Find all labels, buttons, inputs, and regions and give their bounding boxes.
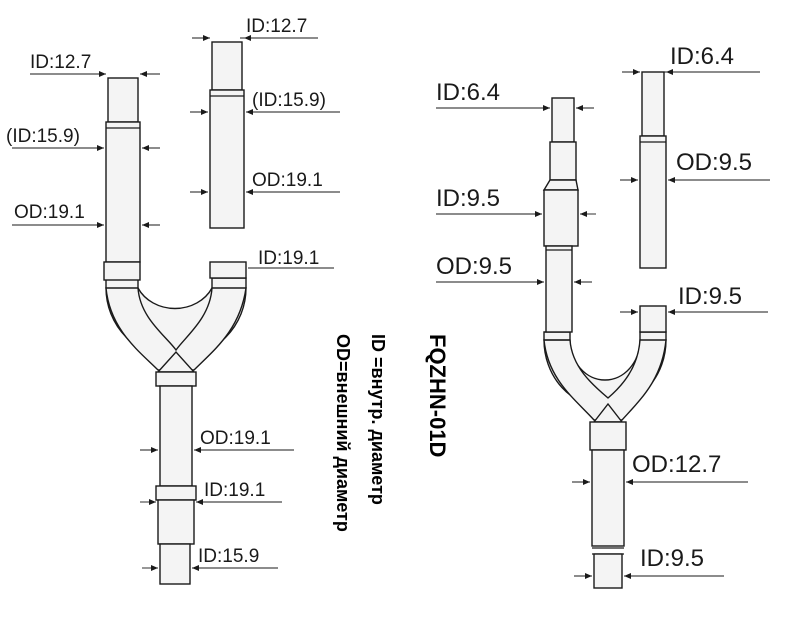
left-label-branch-left-od: OD:19.1 [14,202,85,223]
right-branch-left-neck [549,141,577,181]
left-y-fitting: ID:12.7 (ID:15.9) OD:19.1 ID:12.7 (ID:15… [6,16,340,585]
left-label-branch-right-mid: (ID:15.9) [252,90,326,111]
left-label-branch-left-mid: (ID:15.9) [6,126,80,147]
right-label-branch-right-stub: ID:9.5 [678,283,742,310]
left-branch-right-body [209,89,245,229]
left-branch-left-collar [103,261,141,281]
right-label-branch-left-id: ID:6.4 [436,79,500,106]
right-branch-right-tube [641,71,665,137]
right-trunk-upper [589,421,627,451]
left-branch-right-stub [209,261,247,279]
right-y-fitting: ID:6.4 ID:6.4 ID:9.5 OD:9.5 OD:9.5 ID:9.… [436,43,770,589]
left-branch-left-body [105,121,141,263]
left-label-trunk-bottom: ID:15.9 [198,546,259,567]
right-label-branch-left-mid: ID:9.5 [436,185,500,212]
left-label-branch-left-id: ID:12.7 [30,52,91,73]
right-label-branch-right-od: OD:9.5 [676,149,752,176]
left-trunk-tip [159,543,191,585]
right-label-trunk-od: OD:12.7 [632,451,721,478]
right-label-branch-left-od: OD:9.5 [436,253,512,280]
right-label-branch-right-id: ID:6.4 [670,43,734,70]
left-label-branch-right-id: ID:12.7 [246,16,307,37]
left-trunk-body [159,385,193,487]
right-y-merge [543,339,667,421]
left-y-merge [105,287,247,371]
left-label-branch-right-od: OD:19.1 [252,170,323,191]
right-branch-left-lower [545,245,573,333]
id-definition: ID =внутр. диаметр [368,334,388,505]
left-trunk-ring [155,485,197,501]
left-label-branch-right-stub: ID:19.1 [258,248,319,269]
left-trunk-lower [157,499,195,545]
right-branch-left-taper [542,179,579,191]
left-branch-right-tube [211,41,243,91]
right-trunk-tip [593,553,623,589]
right-branch-right-stub [639,305,667,333]
left-branch-left-tube [107,77,139,123]
od-definition: OD=внешний диаметр [333,334,353,532]
right-branch-left-body [543,189,579,247]
legend: FQZHN-01D ID =внутр. диаметр OD=внешний … [333,334,450,532]
left-trunk-upper [155,371,197,387]
left-label-trunk-od: OD:19.1 [200,428,271,449]
right-branch-right-body [639,135,667,269]
right-branch-left-tube [551,97,575,143]
right-label-trunk-bottom: ID:9.5 [640,545,704,572]
right-trunk-body [591,449,625,547]
left-label-trunk-id: ID:19.1 [204,480,265,501]
model-title: FQZHN-01D [425,334,450,457]
